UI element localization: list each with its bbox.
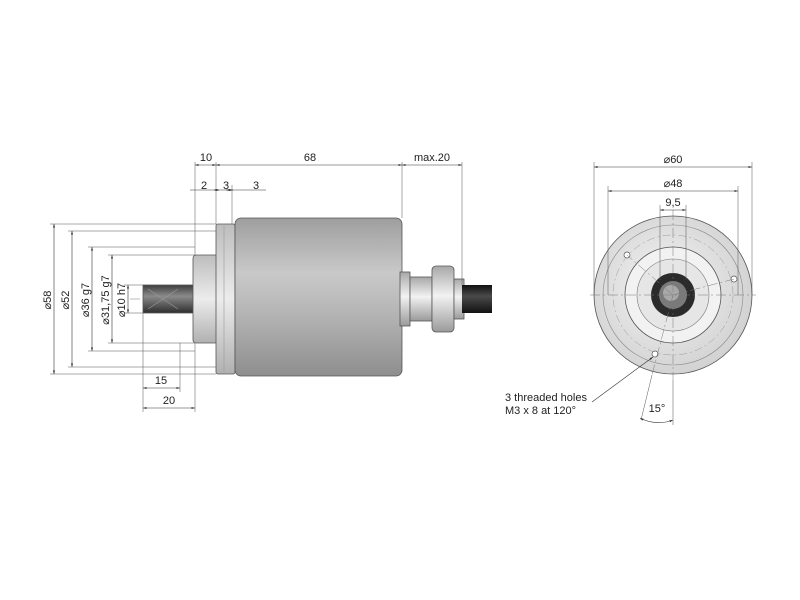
dim-bottom-20: 20 [163,395,175,407]
diameter-symbol: ⌀ [664,154,671,166]
dim-front-95: 9,5 [665,197,680,209]
dim-dia-3175: 31,75 g7 [100,275,112,318]
diameter-symbol: ⌀ [116,310,128,317]
dim-dia-10: 10 h7 [116,283,128,311]
dim-top-max20: max.20 [414,152,450,164]
dim-dia-36: 36 g7 [80,283,92,311]
dim-dia-58: 58 [42,291,54,303]
note-leader [591,356,654,403]
hole-axis [672,278,735,296]
svg-text:⌀36 g7: ⌀36 g7 [80,283,92,317]
dim-front-48: 48 [670,178,682,190]
cable [462,285,492,313]
housing [234,217,403,377]
side-view [130,217,492,377]
shaft [142,284,196,314]
flange [215,223,236,375]
note-line1: 3 threaded holes [505,392,587,404]
gland-base [399,271,411,327]
dim-front-60: 60 [670,154,682,166]
shaft-flat-mark [147,288,179,310]
dim-angle-15: 15° [649,403,666,415]
diameter-symbol: ⌀ [60,302,72,309]
note-line2: M3 x 8 at 120° [505,405,576,417]
svg-text:⌀10 h7: ⌀10 h7 [116,283,128,317]
centring-collar [192,254,220,344]
svg-text:⌀48: ⌀48 [664,178,683,190]
dim-top-68: 68 [304,152,316,164]
svg-text:⌀60: ⌀60 [664,154,683,166]
diameter-symbol: ⌀ [100,318,112,325]
diameter-symbol: ⌀ [42,302,54,309]
diameter-symbol: ⌀ [80,310,92,317]
angle-arc [639,417,674,423]
side-dimensions: 10 68 max.20 2 3 3 ⌀58 ⌀52 ⌀36 g7 ⌀31, [42,152,463,412]
svg-text:⌀31,75 g7: ⌀31,75 g7 [100,275,112,324]
front-view [590,210,756,380]
hole-axis [651,294,674,376]
svg-text:⌀52: ⌀52 [60,291,72,310]
dim-top-3a: 3 [223,180,229,192]
front-dimensions: ⌀60 ⌀48 9,5 3 threaded holes M3 x 8 at 1… [505,154,753,425]
dim-bottom-15: 15 [155,375,167,387]
dim-dia-52: 52 [60,291,72,303]
diameter-symbol: ⌀ [664,178,671,190]
dim-top-2: 2 [201,180,207,192]
svg-text:⌀58: ⌀58 [42,291,54,310]
hole-axis [626,254,674,296]
threaded-hole [651,350,659,358]
dim-top-10: 10 [200,152,212,164]
gland-cap [431,265,455,333]
dim-top-3b: 3 [253,180,259,192]
gland-nut [409,276,433,322]
